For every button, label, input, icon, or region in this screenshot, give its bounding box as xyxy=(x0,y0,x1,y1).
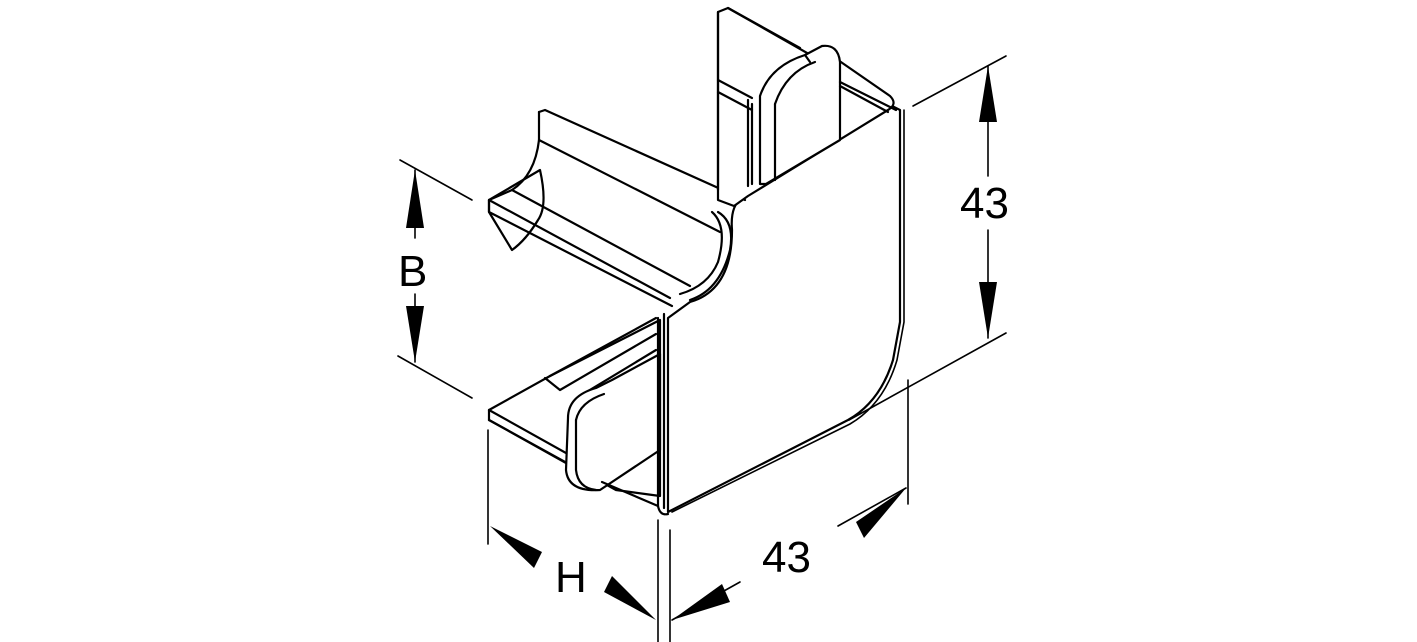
bottom-end-cap xyxy=(564,352,662,492)
upper-channel xyxy=(487,168,545,252)
dimension-43-vertical-label: 43 xyxy=(960,179,1009,228)
top-end-cap xyxy=(758,44,842,186)
dimension-43-horizontal-label: 43 xyxy=(762,533,811,582)
dimension-b: B xyxy=(397,159,473,399)
dimension-43-vertical: 43 xyxy=(848,55,1009,421)
dimension-h: H xyxy=(487,429,659,642)
dimension-h-label: H xyxy=(555,553,587,602)
dimension-43-horizontal: 43 xyxy=(669,379,909,642)
dimension-b-label: B xyxy=(398,247,427,296)
corner-piece xyxy=(487,6,905,516)
